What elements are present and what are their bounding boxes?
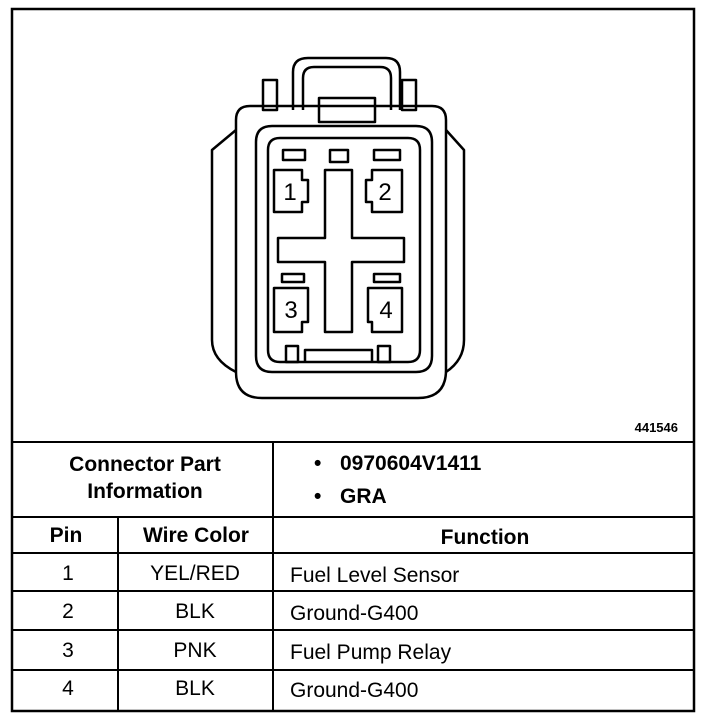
table-row: 4 BLK Ground-G400 — [62, 677, 418, 702]
pinout-table-grid — [12, 441, 694, 711]
header-wire-color: Wire Color — [143, 524, 249, 547]
row4-function: Ground-G400 — [290, 679, 418, 702]
table-row: 2 BLK Ground-G400 — [62, 600, 418, 625]
top-key — [328, 148, 350, 164]
pin3-latch — [280, 272, 306, 284]
row3-wire-color: PNK — [173, 639, 216, 662]
row4-pin: 4 — [62, 677, 74, 700]
inner-cavity — [254, 124, 434, 374]
row1-pin: 1 — [62, 562, 74, 585]
connector-face-drawing — [210, 56, 466, 400]
left-post — [261, 78, 279, 112]
pin1-label: 1 — [283, 179, 296, 206]
part-number: 0970604V1411 — [340, 452, 482, 475]
pin2-label: 2 — [378, 179, 391, 206]
pin3-cavity — [272, 286, 310, 334]
figure-id: 441546 — [635, 420, 678, 435]
pin4-cavity — [366, 286, 404, 334]
outer-housing — [234, 104, 448, 400]
pin2-cavity — [364, 168, 404, 214]
bottom-rail — [303, 348, 374, 362]
row1-function: Fuel Level Sensor — [290, 564, 459, 587]
row1-wire-color: YEL/RED — [150, 562, 240, 585]
part-info-bullet-2: • — [314, 485, 321, 508]
locking-tab — [291, 56, 402, 110]
center-cross — [276, 168, 406, 334]
row2-function: Ground-G400 — [290, 602, 418, 625]
housing-left-shoulder — [210, 129, 237, 374]
part-info-label-line1: Connector Part — [69, 453, 221, 476]
bottom-right-tab — [376, 344, 392, 364]
inner-cavity-rim — [266, 136, 422, 364]
pin4-latch — [372, 272, 402, 284]
row3-function: Fuel Pump Relay — [290, 641, 452, 664]
pin3-label: 3 — [284, 297, 297, 324]
pin1-cavity — [272, 168, 310, 214]
latch-block — [317, 96, 377, 124]
row2-pin: 2 — [62, 600, 74, 623]
part-info-bullet-1: • — [314, 452, 321, 475]
header-function: Function — [441, 526, 530, 549]
bottom-left-tab — [284, 344, 300, 364]
outer-frame — [10, 7, 696, 713]
row2-wire-color: BLK — [175, 600, 215, 623]
pin2-latch — [372, 148, 402, 162]
locking-tab-inner — [301, 65, 393, 110]
connector-color: GRA — [340, 485, 387, 508]
housing-right-shoulder — [445, 129, 466, 374]
table-row: 3 PNK Fuel Pump Relay — [62, 639, 451, 664]
part-info-label-line2: Information — [87, 480, 203, 503]
right-post — [400, 78, 418, 112]
row3-pin: 3 — [62, 639, 74, 662]
pin1-latch — [281, 148, 307, 162]
pin4-label: 4 — [379, 297, 392, 324]
table-row: 1 YEL/RED Fuel Level Sensor — [62, 562, 459, 587]
header-pin: Pin — [50, 524, 83, 547]
row4-wire-color: BLK — [175, 677, 215, 700]
